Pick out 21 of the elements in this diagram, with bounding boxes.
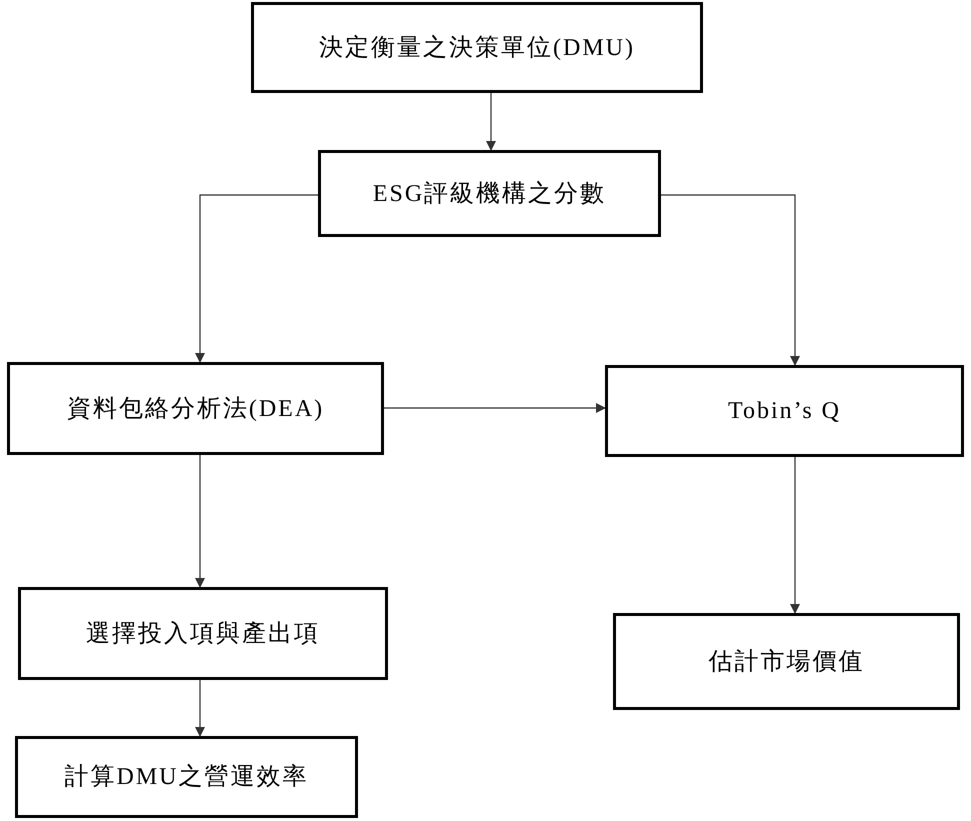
arrow — [195, 680, 205, 737]
box-label: 計算DMU之營運效率 — [64, 762, 308, 792]
process-box — [605, 365, 964, 457]
process-box — [15, 736, 358, 818]
box-label: Tobin’s Q — [728, 397, 841, 426]
process-box — [318, 150, 661, 237]
box-label: 選擇投入項與產出項 — [86, 620, 320, 648]
arrow — [195, 455, 205, 588]
arrow — [486, 93, 496, 151]
arrow — [384, 403, 606, 413]
box-label: 估計市場價值 — [708, 648, 864, 676]
box-label: 決定衡量之決策單位(DMU) — [319, 34, 635, 62]
box-label: ESG評級機構之分數 — [372, 180, 606, 208]
arrow — [790, 457, 800, 614]
process-box — [18, 587, 388, 680]
process-box — [613, 613, 960, 710]
arrow — [195, 194, 318, 363]
box-label: 資料包絡分析法(DEA) — [66, 394, 324, 424]
arrow — [661, 194, 800, 366]
process-box — [7, 362, 384, 455]
process-box — [251, 2, 703, 93]
